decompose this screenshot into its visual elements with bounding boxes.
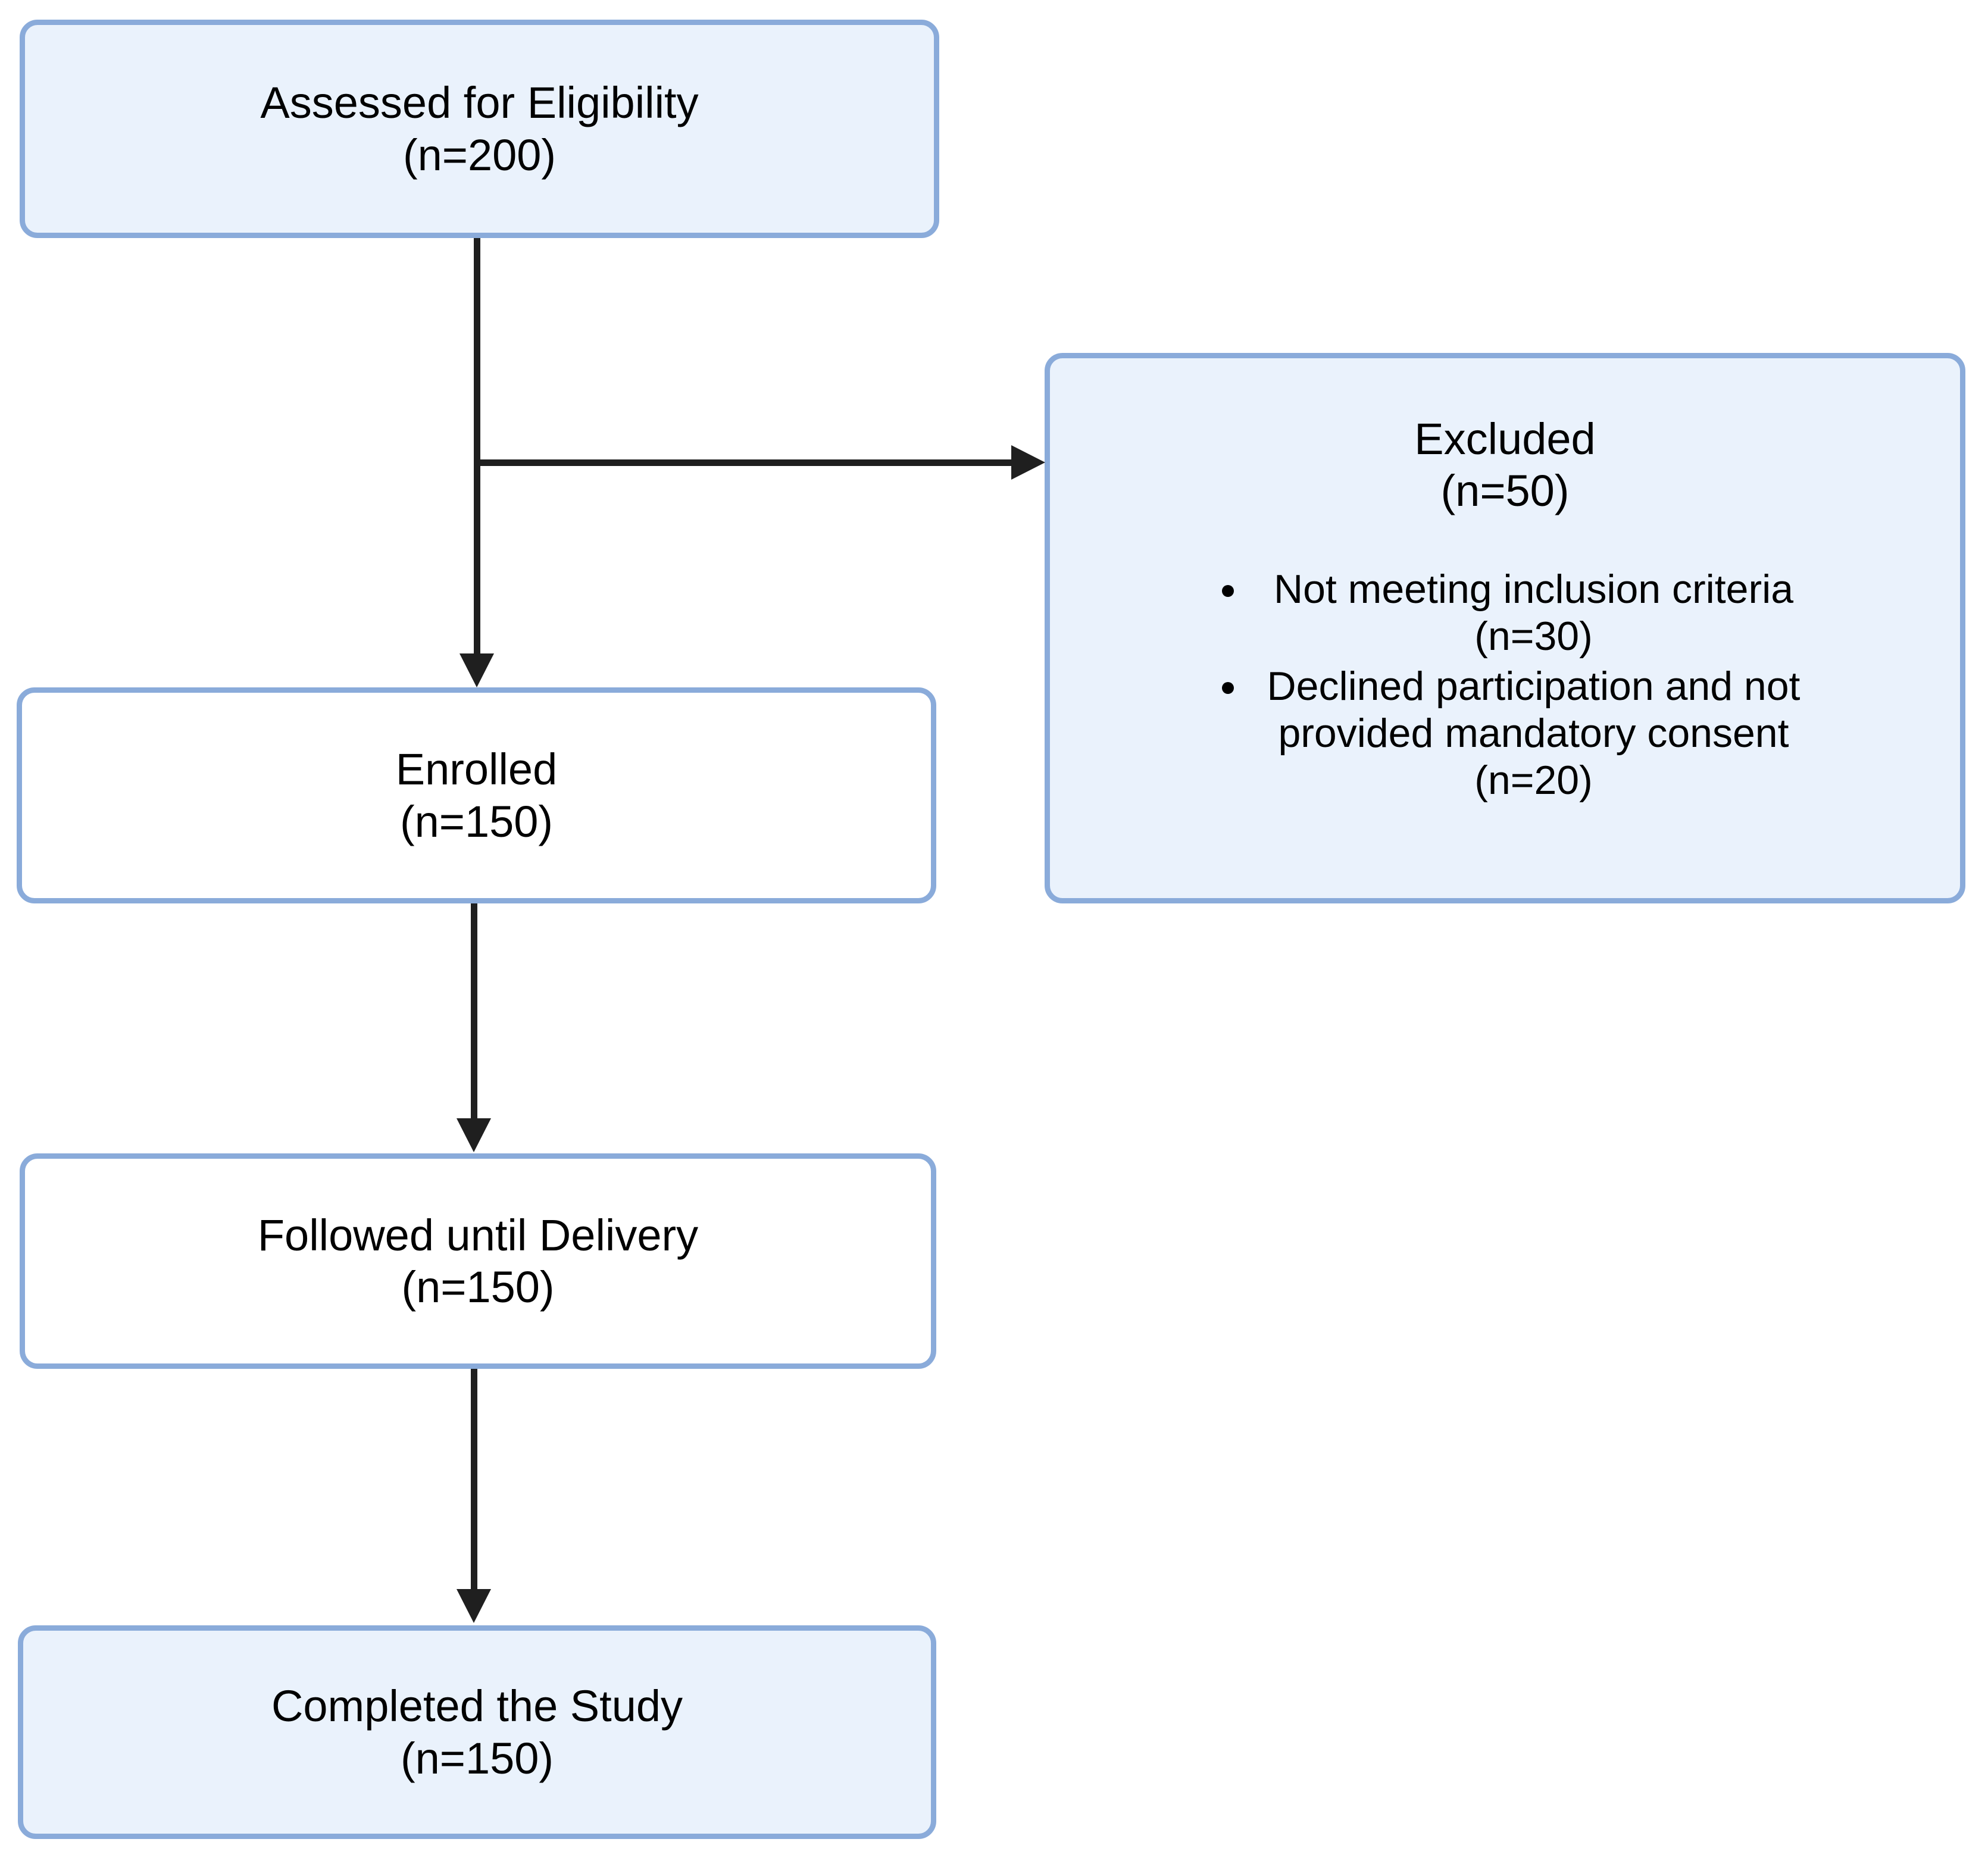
node-completed-title: Completed the Study [271,1681,683,1731]
node-followed-until-delivery: Followed until Delivery (n=150) [20,1153,936,1369]
node-followed-count: (n=150) [401,1262,555,1312]
connector-followed-to-completed [471,1369,477,1590]
connector-enrolled-to-followed [471,903,477,1119]
node-enrolled-count: (n=150) [399,796,554,846]
connector-assessed-to-enrolled [474,238,480,655]
excluded-reason-1-count: (n=30) [1474,613,1593,659]
node-assessed-count: (n=200) [402,130,557,180]
node-completed-the-study: Completed the Study (n=150) [18,1625,936,1839]
node-enrolled-title: Enrolled [395,745,558,795]
excluded-reason-2-text: Declined participation and not provided … [1267,664,1801,756]
node-excluded-title: Excluded [1414,414,1596,464]
arrowhead-right-icon [1011,445,1045,480]
arrowhead-down-icon [457,1589,491,1623]
list-item: Declined participation and not provided … [1250,663,1818,804]
arrowhead-down-icon [460,653,494,687]
list-item: Not meeting inclusion criteria (n=30) [1250,566,1818,660]
excluded-reason-2-count: (n=20) [1474,758,1593,803]
node-excluded-count: (n=50) [1440,466,1570,516]
excluded-reasons-list: Not meeting inclusion criteria (n=30) De… [1193,566,1818,804]
arrowhead-down-icon [457,1118,491,1152]
node-excluded: Excluded (n=50) Not meeting inclusion cr… [1045,353,1965,903]
node-completed-count: (n=150) [400,1733,554,1783]
node-assessed-for-eligibility: Assessed for Eligibility (n=200) [20,20,939,238]
node-followed-title: Followed until Delivery [257,1210,699,1260]
node-assessed-title: Assessed for Eligibility [260,78,699,128]
node-enrolled: Enrolled (n=150) [17,687,936,903]
excluded-reason-1-text: Not meeting inclusion criteria [1273,566,1794,612]
connector-assessed-to-excluded [474,459,1012,466]
